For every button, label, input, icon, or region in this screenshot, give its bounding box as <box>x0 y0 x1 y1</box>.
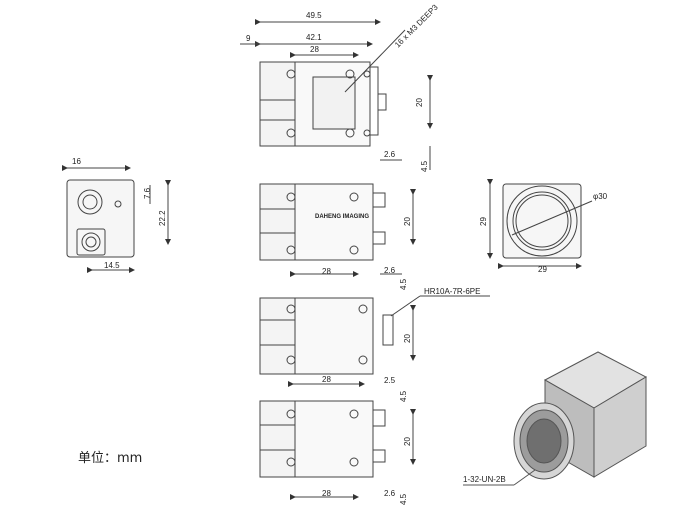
dim-2-6: 2.6 <box>384 150 396 159</box>
side-view-2 <box>259 295 490 387</box>
dim-29-h: 29 <box>479 217 488 226</box>
dim-4-5: 4.5 <box>399 278 408 290</box>
dim-phi30: φ30 <box>593 192 608 201</box>
dim-14-5: 14.5 <box>104 261 120 270</box>
dim-42-1: 42.1 <box>306 33 322 42</box>
dim-49-5: 49.5 <box>306 11 322 20</box>
dim-7-6: 7.6 <box>143 187 152 199</box>
dim-16: 16 <box>72 157 81 166</box>
dim-28: 28 <box>310 45 319 54</box>
dim-4-5: 4.5 <box>399 493 408 505</box>
top-view <box>240 19 433 170</box>
dim-9: 9 <box>246 34 251 43</box>
side-view-1 <box>259 183 416 277</box>
dim-20: 20 <box>415 98 424 107</box>
front-view <box>487 179 593 269</box>
dim-4-5: 4.5 <box>399 390 408 402</box>
front-view-texts: φ30 29 29 <box>479 192 608 274</box>
dim-2-5: 2.5 <box>384 376 396 385</box>
dim-28: 28 <box>322 375 331 384</box>
mount-label: 1-32-UN-2B <box>463 475 506 484</box>
side-view-2-texts: HR10A-7R-6PE 28 2.5 20 4.5 <box>322 287 480 402</box>
left-view-dim-texts: 16 7.6 22.2 14.5 <box>72 157 167 270</box>
dim-28: 28 <box>322 489 331 498</box>
dim-20: 20 <box>403 437 412 446</box>
iso-view <box>463 351 648 486</box>
side-view-3 <box>259 400 416 500</box>
dim-28: 28 <box>322 267 331 276</box>
dim-2-6: 2.6 <box>384 489 396 498</box>
screw-note: 16 x M3 DEEP3 <box>393 2 440 49</box>
left-view <box>62 165 171 273</box>
side-view-1-texts: DAHENG IMAGING 28 2.6 20 4.5 <box>315 214 412 290</box>
dim-20: 20 <box>403 217 412 226</box>
dim-29-w: 29 <box>538 265 547 274</box>
connector-label: HR10A-7R-6PE <box>424 287 480 296</box>
dim-4-5: 4.5 <box>420 160 429 172</box>
dim-2-6: 2.6 <box>384 266 396 275</box>
dim-20: 20 <box>403 334 412 343</box>
iso-view-texts: 1-32-UN-2B <box>463 475 506 484</box>
logo-text: DAHENG IMAGING <box>315 214 369 220</box>
dim-22-2: 22.2 <box>158 210 167 226</box>
unit-label: 单位：mm <box>78 451 143 466</box>
side-view-3-texts: 28 2.6 20 4.5 <box>322 437 412 505</box>
